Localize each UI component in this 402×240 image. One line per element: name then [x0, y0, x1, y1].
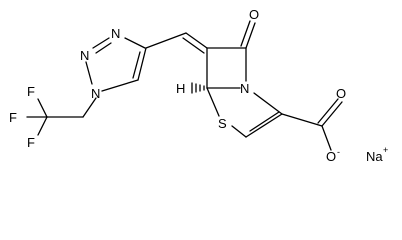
bond-c4-c5-a — [137, 47, 147, 81]
atom-n3: N — [111, 26, 120, 41]
bond-ccoo-o-a — [321, 101, 343, 127]
atom-n-lactam: N — [240, 81, 249, 96]
chemical-structure: F F F N N N O N H S O O - Na + — [9, 7, 388, 164]
stereo-hash-bond — [191, 82, 205, 94]
bond-n2-n3-a — [92, 37, 110, 49]
bond-c2-ccoo — [281, 113, 323, 127]
charge-na-plus: + — [383, 145, 388, 155]
atom-labels: F F F N N N O N H S O O - Na + — [9, 7, 388, 164]
bond-ch-c6-b — [182, 37, 205, 54]
atom-o-carboxylate: O — [326, 149, 336, 164]
atom-s-ring: S — [218, 116, 227, 131]
bond-n3-c4 — [124, 37, 146, 49]
bond-cf3-f-upper — [37, 98, 48, 118]
bond-n2-n3-b — [95, 42, 112, 54]
bond-n1-n2 — [85, 61, 93, 85]
bond-ccoo-ominus — [321, 125, 332, 151]
atom-o-carbonyl: O — [336, 86, 346, 101]
bond-ch-c2-a — [245, 113, 283, 138]
bond-ch-c6-a — [185, 32, 208, 49]
atom-f-left: F — [9, 110, 17, 125]
bond-ch2-n1 — [82, 97, 97, 118]
bond-ch-c2-b — [249, 111, 280, 132]
atom-sodium: Na — [366, 149, 383, 164]
bond-c4-c5-b — [132, 51, 141, 79]
bond-c5-n1 — [101, 79, 139, 92]
bond-cf3-f-lower — [37, 116, 48, 136]
bonds — [26, 20, 343, 151]
atom-h-stereo: H — [176, 81, 185, 96]
atom-f-upper: F — [27, 84, 35, 99]
bond-c7-o-b — [240, 20, 251, 47]
bond-c5b-s — [206, 87, 220, 117]
atom-n2: N — [80, 48, 89, 63]
atom-n1: N — [91, 86, 100, 101]
bond-s-ch — [231, 125, 247, 138]
bond-ccoo-o-b — [317, 98, 339, 124]
atom-f-lower: F — [27, 135, 35, 150]
charge-o-minus: - — [337, 147, 340, 157]
bond-c4-ch — [145, 32, 187, 49]
atom-o-ketone: O — [249, 7, 259, 22]
bond-c2-n — [253, 92, 283, 115]
bond-c7-o-a — [245, 22, 256, 49]
